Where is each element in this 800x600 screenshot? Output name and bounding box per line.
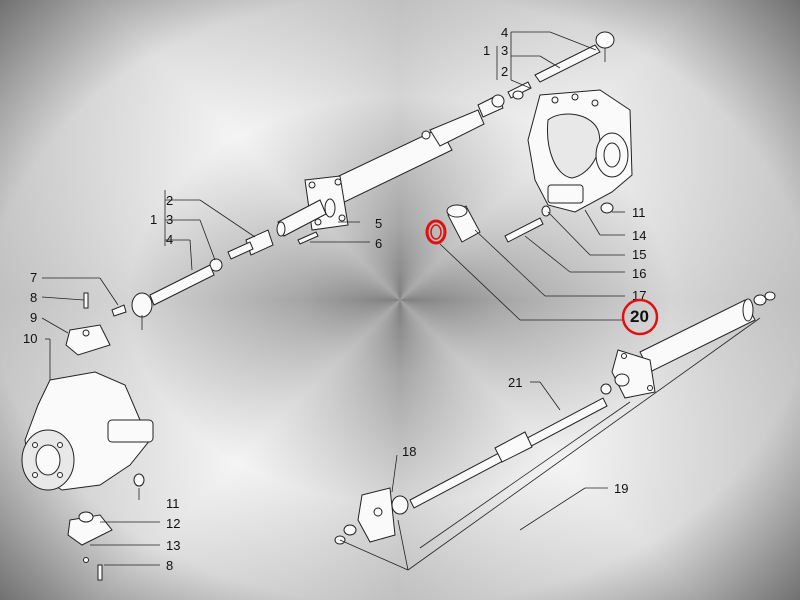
label-top-3: 3	[501, 43, 508, 58]
bushing-17	[446, 204, 481, 243]
label-21: 21	[508, 375, 522, 390]
label-7: 7	[30, 270, 37, 285]
label-top-1: 1	[483, 43, 490, 58]
label-6: 6	[375, 236, 382, 251]
label-left-1: 1	[150, 212, 157, 227]
bolt-6	[297, 231, 319, 245]
label-11-bottom: 11	[166, 496, 180, 511]
label-11-right: 11	[632, 205, 646, 220]
ball-joint-lower-12	[67, 514, 113, 546]
label-12: 12	[166, 516, 180, 531]
label-9: 9	[30, 310, 37, 325]
ball-joint-upper-9	[65, 324, 111, 356]
knuckle-right	[527, 89, 633, 213]
bolt-16	[504, 217, 544, 243]
steering-cylinder-bottom	[334, 291, 776, 545]
labels: 4 1 3 2 5 6 11 14 15 16 17 20 2 1 3 4 7 …	[23, 25, 659, 573]
label-top-4: 4	[501, 25, 508, 40]
label-top-2: 2	[501, 64, 508, 79]
label-left-4: 4	[166, 232, 173, 247]
highlight-circle-20	[621, 298, 659, 336]
part-11-top	[600, 202, 614, 214]
label-18: 18	[402, 444, 416, 459]
label-20: 20	[630, 307, 649, 326]
leader-lines	[41, 31, 761, 571]
label-16: 16	[632, 266, 646, 281]
label-15: 15	[632, 247, 646, 262]
label-left-2: 2	[166, 193, 173, 208]
seal-20-highlighted	[425, 219, 447, 245]
nut-top	[477, 94, 505, 118]
steering-cylinder	[276, 109, 485, 237]
tie-rod-end-top	[507, 31, 615, 100]
label-10: 10	[23, 331, 37, 346]
label-8-bottom: 8	[166, 558, 173, 573]
label-5: 5	[375, 216, 382, 231]
part-11-bottom	[133, 473, 145, 487]
label-8-top: 8	[30, 290, 37, 305]
label-14: 14	[632, 228, 646, 243]
label-19: 19	[614, 481, 628, 496]
knuckle-left	[21, 292, 154, 581]
label-13: 13	[166, 538, 180, 553]
label-left-3: 3	[166, 212, 173, 227]
tie-rod-left	[111, 229, 274, 330]
